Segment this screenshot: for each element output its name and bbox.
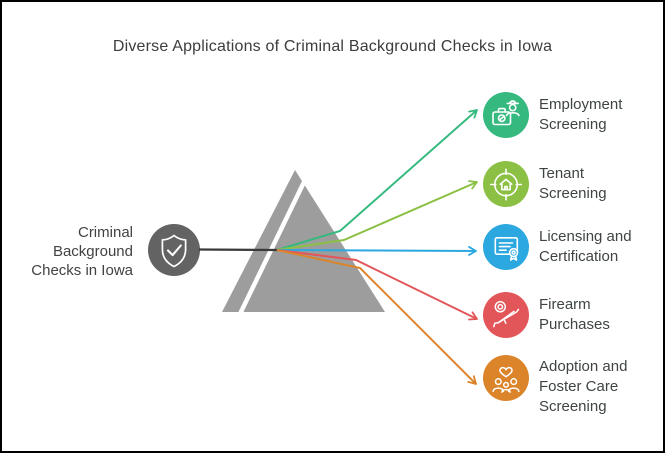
ray-employment-screening bbox=[276, 109, 478, 251]
item-employment-screening: Employment Screening bbox=[483, 92, 622, 138]
certificate-seal-icon bbox=[494, 237, 519, 261]
licensing-icon-badge bbox=[483, 224, 529, 270]
ray-firearm-purchases bbox=[276, 249, 478, 321]
firearm-icon-badge bbox=[483, 292, 529, 338]
employment-icon-badge bbox=[483, 92, 529, 138]
item-licensing-certification: Licensing and Certification bbox=[483, 224, 632, 270]
house-target-icon bbox=[489, 168, 523, 201]
item-label: Tenant Screening bbox=[539, 165, 607, 202]
source-label-line: Criminal bbox=[77, 224, 133, 241]
rifle-target-icon bbox=[493, 301, 520, 328]
item-label: Firearm Purchases bbox=[539, 296, 610, 333]
ray-licensing-certification bbox=[276, 246, 477, 256]
input-connector-line bbox=[198, 248, 279, 252]
item-tenant-screening: Tenant Screening bbox=[483, 161, 607, 207]
ray-tenant-screening bbox=[276, 180, 478, 251]
briefcase-person-icon bbox=[492, 100, 520, 126]
shield-check-icon bbox=[161, 234, 187, 268]
item-adoption-foster-care: Adoption and Foster Care Screening bbox=[483, 355, 627, 415]
item-label: Adoption and Foster Care Screening bbox=[539, 358, 628, 415]
adoption-icon-badge bbox=[483, 355, 529, 401]
diagram-title: Diverse Applications of Criminal Backgro… bbox=[112, 38, 553, 55]
source-label-line: Checks in Iowa bbox=[31, 262, 133, 279]
source-label-line: Background bbox=[52, 243, 133, 260]
item-firearm-purchases: Firearm Purchases bbox=[483, 292, 610, 338]
source-icon-badge bbox=[148, 224, 200, 276]
family-heart-icon bbox=[492, 366, 520, 393]
source-label: Criminal Background Checks in Iowa bbox=[0, 223, 133, 280]
item-label: Licensing and Certification bbox=[539, 228, 632, 265]
prism-facet-stripe bbox=[236, 179, 308, 317]
ray-adoption-foster-care bbox=[276, 249, 477, 385]
item-label: Employment Screening bbox=[539, 96, 623, 133]
tenant-icon-badge bbox=[483, 161, 529, 207]
